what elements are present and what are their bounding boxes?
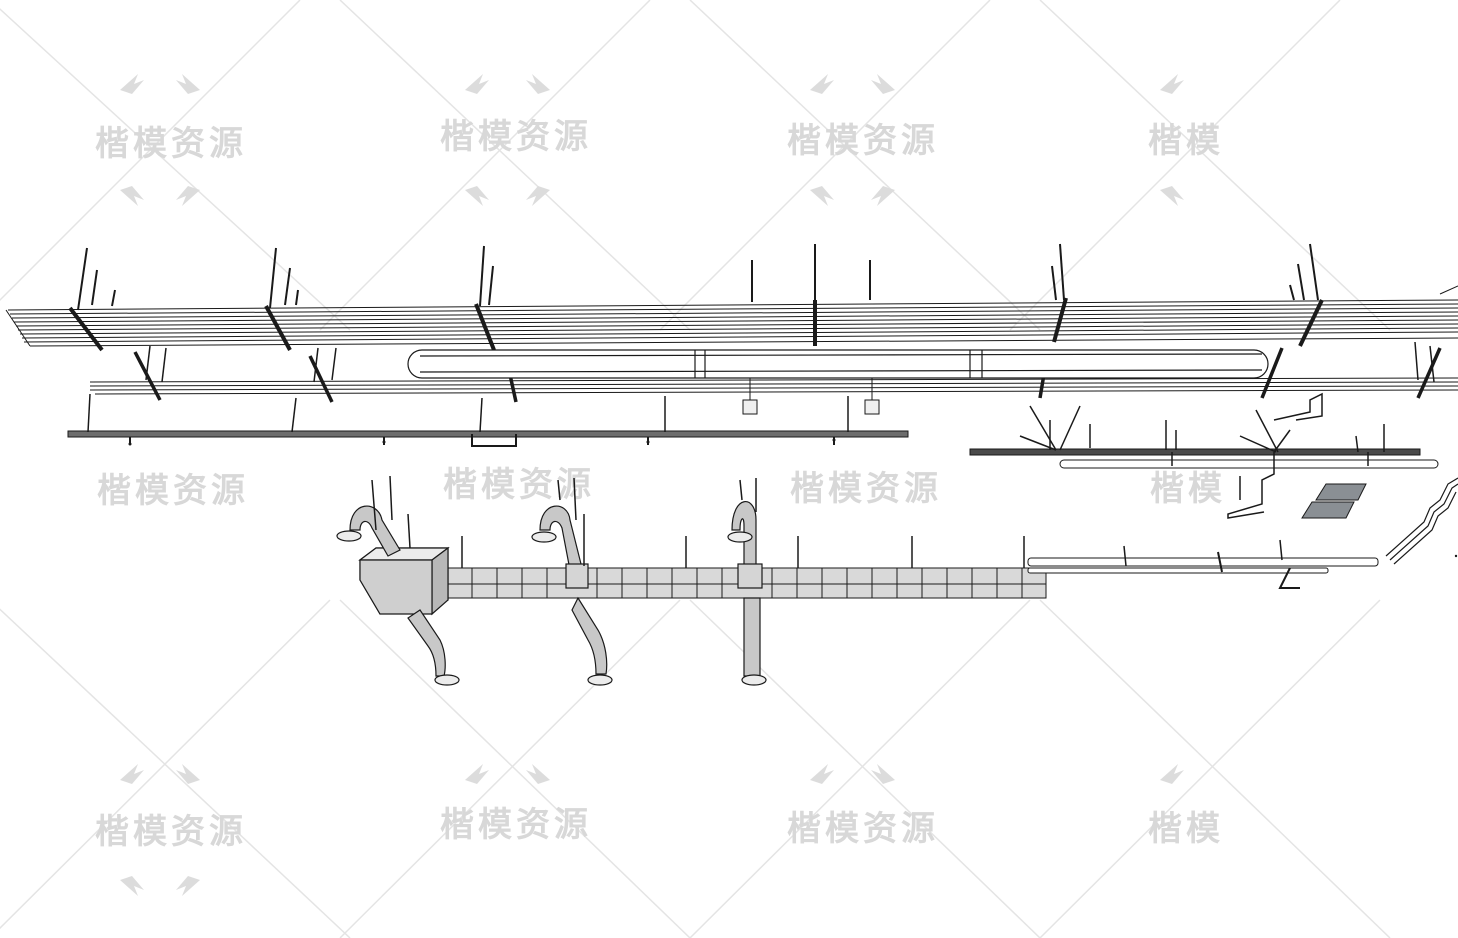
watermark-text: 楷模资源 bbox=[97, 471, 249, 511]
elbow-pipe-2 bbox=[531, 477, 613, 686]
pipe-bundle bbox=[5, 299, 1458, 347]
watermark-text: 楷模 bbox=[1148, 809, 1224, 849]
watermark-text: 楷模资源 bbox=[443, 465, 595, 505]
second-tier-pipes bbox=[89, 377, 1458, 395]
top-pipe-rack bbox=[5, 243, 1458, 447]
pipe-details bbox=[128, 438, 1458, 558]
bundle-hangers bbox=[68, 297, 1324, 352]
duct-hangers bbox=[461, 536, 1025, 568]
sprinkler-pipe bbox=[67, 393, 909, 447]
watermark-text: 楷模 bbox=[1148, 121, 1224, 161]
watermark-text: 楷模资源 bbox=[95, 124, 247, 164]
elbow-pipe-3 bbox=[727, 478, 767, 686]
elbow-pipe-1 bbox=[336, 475, 460, 686]
hanging-boxes bbox=[742, 378, 880, 415]
watermark-text: 楷模 bbox=[1150, 469, 1226, 509]
light-conduit bbox=[407, 349, 1269, 379]
wavy-cable-tray bbox=[1385, 477, 1458, 565]
duct-segments bbox=[471, 568, 1023, 598]
watermark-text: 楷模资源 bbox=[440, 117, 592, 157]
hanger-rods bbox=[77, 243, 1319, 311]
duct-system bbox=[336, 475, 1379, 686]
watermark-text: 楷模资源 bbox=[787, 121, 939, 161]
right-branch-system bbox=[969, 285, 1458, 565]
grey-panels bbox=[1301, 483, 1367, 519]
watermark-text: 楷模资源 bbox=[440, 805, 592, 845]
watermark-text: 楷模资源 bbox=[95, 812, 247, 852]
watermark-text: 楷模资源 bbox=[790, 469, 942, 509]
extension-pipe bbox=[1027, 539, 1379, 589]
watermark-text: 楷模资源 bbox=[787, 809, 939, 849]
second-tier-rods bbox=[145, 341, 1435, 383]
watermark-leaves bbox=[120, 74, 1184, 896]
watermark-layer: 楷模资源 楷模资源 楷模资源 楷模 楷模资源 楷模资源 楷模资源 楷模 楷模资源… bbox=[0, 0, 1391, 938]
plenum-box bbox=[358, 546, 450, 616]
